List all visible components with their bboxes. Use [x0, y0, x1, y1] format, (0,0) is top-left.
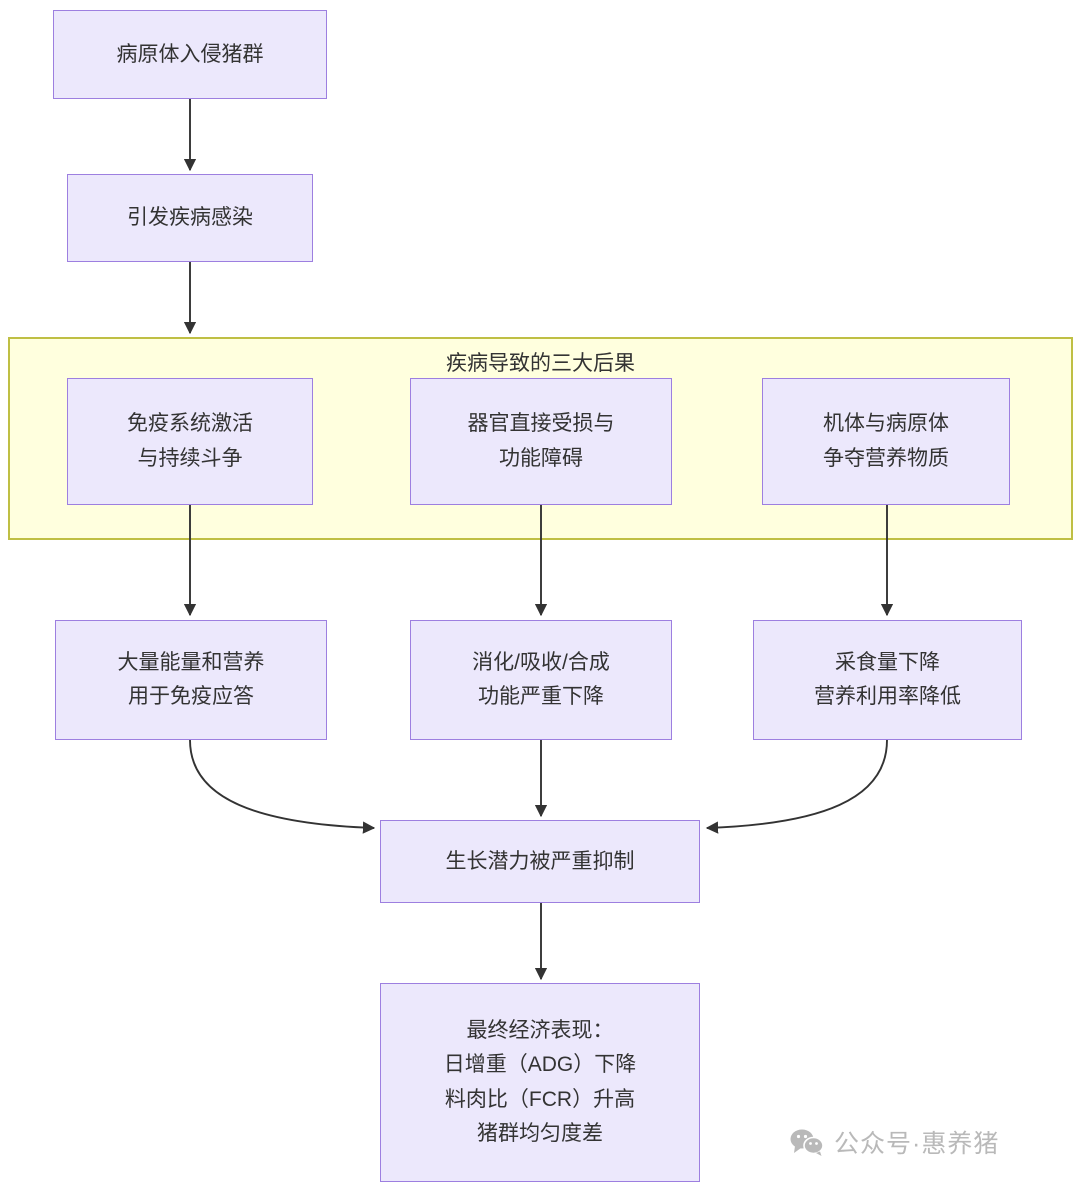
- node-growth-suppressed[interactable]: 生长潜力被严重抑制: [380, 820, 700, 903]
- node-pathogen-label: 病原体入侵猪群: [116, 42, 264, 66]
- edge-energy-growth: [189, 739, 376, 834]
- node-organ-damage-label: 器官直接受损与 功能障碍: [467, 412, 615, 470]
- node-infection-label: 引发疾病感染: [127, 206, 253, 230]
- node-nutrient-competition[interactable]: 机体与病原体 争夺营养物质: [762, 378, 1010, 505]
- node-feed-intake-drop[interactable]: 采食量下降 营养利用率降低: [753, 620, 1022, 740]
- node-immune-activation[interactable]: 免疫系统激活 与持续斗争: [67, 378, 313, 505]
- group-title: 疾病导致的三大后果: [446, 352, 635, 375]
- node-economic-outcome-label: 最终经济表现： 日增重（ADG）下降 料肉比（FCR）升高 猪群均匀度差: [443, 1019, 637, 1145]
- wechat-icon: [790, 1128, 824, 1156]
- node-digestion-decline[interactable]: 消化/吸收/合成 功能严重下降: [410, 620, 672, 740]
- node-immune-activation-label: 免疫系统激活 与持续斗争: [127, 412, 253, 470]
- node-digestion-decline-label: 消化/吸收/合成 功能严重下降: [472, 650, 610, 708]
- node-feed-intake-drop-label: 采食量下降 营养利用率降低: [814, 650, 961, 708]
- watermark: 公众号·惠养猪: [790, 1124, 999, 1160]
- node-nutrient-competition-label: 机体与病原体 争夺营养物质: [823, 412, 949, 470]
- node-economic-outcome[interactable]: 最终经济表现： 日增重（ADG）下降 料肉比（FCR）升高 猪群均匀度差: [380, 983, 700, 1182]
- node-growth-suppressed-label: 生长潜力被严重抑制: [445, 849, 635, 873]
- node-energy-for-immunity[interactable]: 大量能量和营养 用于免疫应答: [55, 620, 327, 740]
- watermark-text: 公众号·惠养猪: [834, 1130, 1000, 1158]
- node-energy-for-immunity-label: 大量能量和营养 用于免疫应答: [117, 650, 265, 708]
- node-pathogen[interactable]: 病原体入侵猪群: [53, 10, 327, 99]
- edge-intake-growth: [705, 739, 888, 834]
- node-infection[interactable]: 引发疾病感染: [67, 174, 313, 262]
- node-organ-damage[interactable]: 器官直接受损与 功能障碍: [410, 378, 672, 505]
